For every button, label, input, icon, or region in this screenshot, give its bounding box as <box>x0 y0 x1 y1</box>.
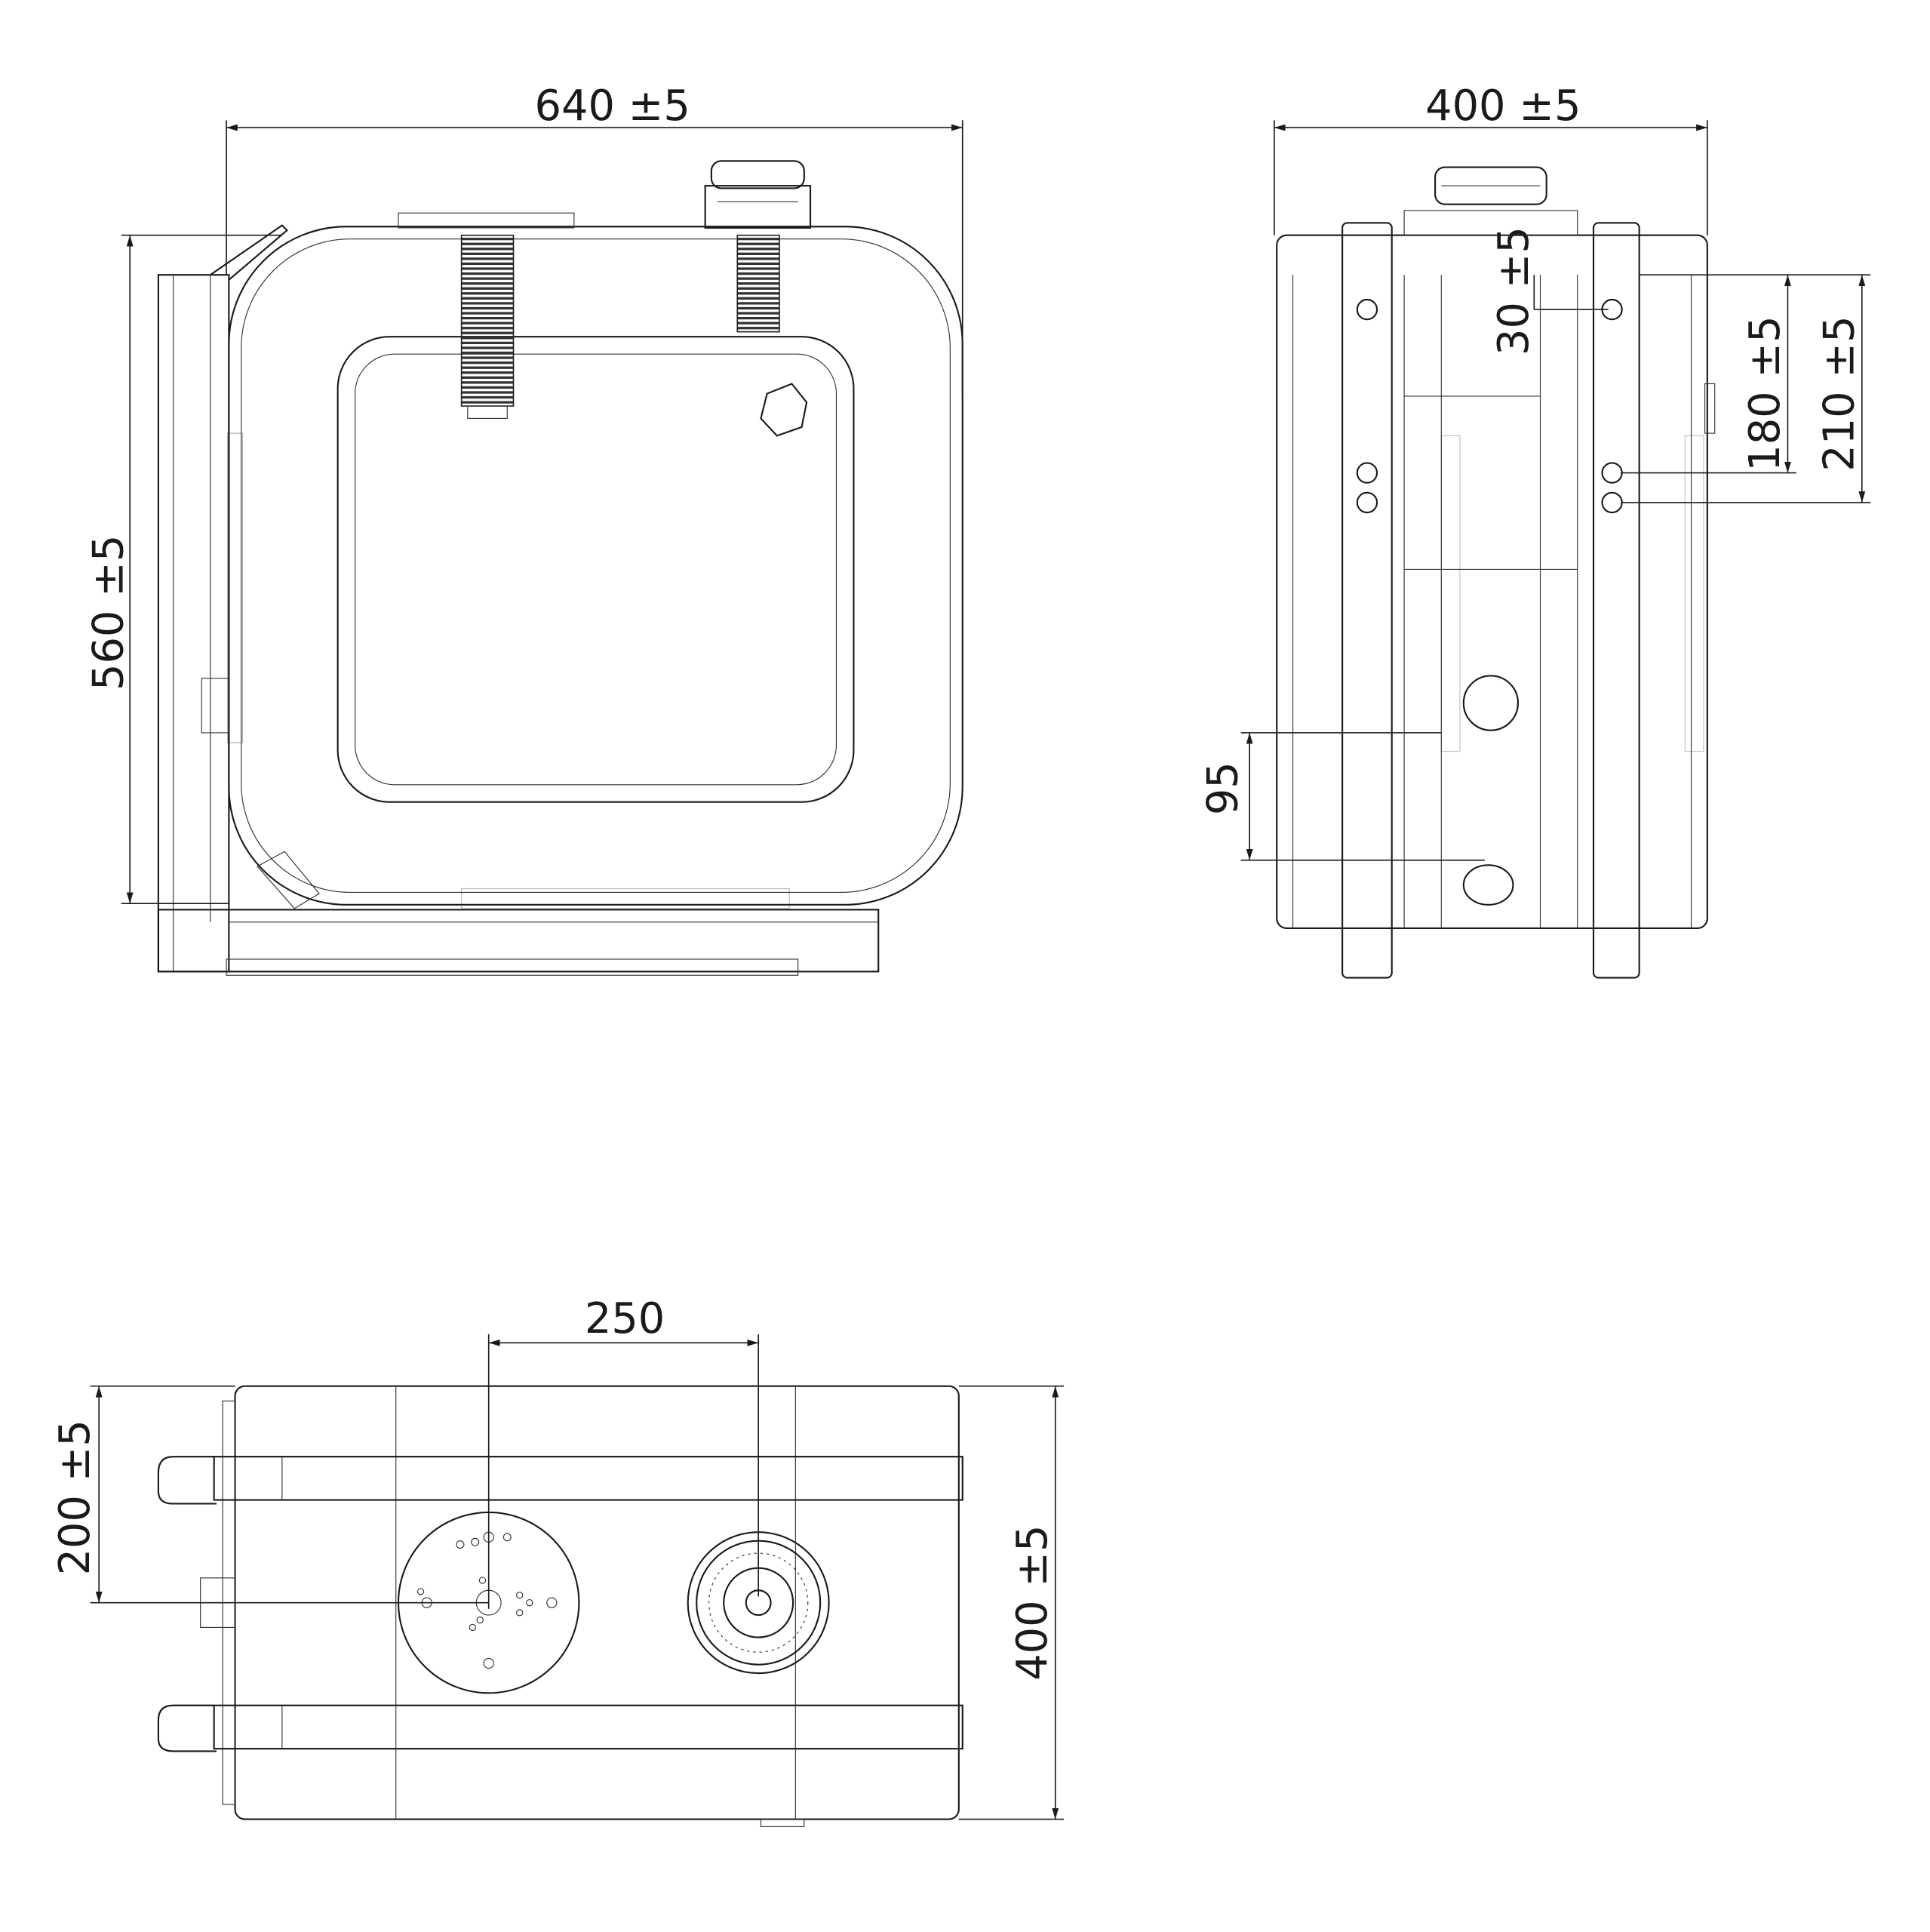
side-view: 400 ±5 30 ±5 180 ±5 210 ±5 95 <box>1199 82 1871 979</box>
top-view: 250 200 ±5 400 ±5 <box>51 1294 1065 1828</box>
dim-label-front-width: 640 ±5 <box>535 82 690 131</box>
dim-label-95: 95 <box>1199 761 1248 815</box>
dim-label-side-width: 400 ±5 <box>1425 82 1581 131</box>
inspection-cover <box>337 336 855 803</box>
top-strap-upper <box>157 1456 963 1505</box>
strap-offset-dimension: 30 ±5 <box>1489 226 1609 355</box>
drain-port <box>1462 864 1514 906</box>
dim-label-strap-offset: 30 ±5 <box>1489 226 1538 355</box>
width-dimension: 640 ±5 <box>226 82 963 396</box>
hex-fitting <box>760 383 808 437</box>
hole-dimension-210: 210 ±5 <box>1621 275 1871 503</box>
side-port <box>1462 675 1520 731</box>
height-dimension: 560 ±5 <box>84 234 282 905</box>
depth-dimension: 400 ±5 <box>958 1385 1065 1820</box>
dim-label-200: 200 ±5 <box>51 1420 100 1575</box>
side-width-dimension: 400 ±5 <box>1274 82 1708 235</box>
top-strap-lower <box>157 1704 963 1752</box>
port-spacing-dimension: 250 <box>487 1294 759 1609</box>
filler-cap <box>704 160 812 229</box>
suction-pipe <box>460 234 515 407</box>
dim-label-top-depth: 400 ±5 <box>1008 1524 1057 1680</box>
dim-label-180: 180 ±5 <box>1741 315 1790 471</box>
filler-pipe <box>736 234 780 333</box>
outlet-height-dimension: 95 <box>1199 732 1485 861</box>
dim-label-250: 250 <box>585 1294 665 1343</box>
strap-right <box>1592 222 1640 979</box>
tank-body <box>228 226 963 906</box>
side-filler-cap <box>1434 166 1547 205</box>
center-dimension: 200 ±5 <box>51 1385 489 1604</box>
hole-dimension-180: 180 ±5 <box>1621 274 1871 474</box>
dim-label-210: 210 ±5 <box>1815 315 1864 471</box>
mounting-bracket <box>157 224 880 976</box>
strap-left <box>1341 222 1393 979</box>
front-view: 640 ±5 560 ±5 <box>84 82 963 976</box>
dim-label-front-height: 560 ±5 <box>84 535 133 691</box>
